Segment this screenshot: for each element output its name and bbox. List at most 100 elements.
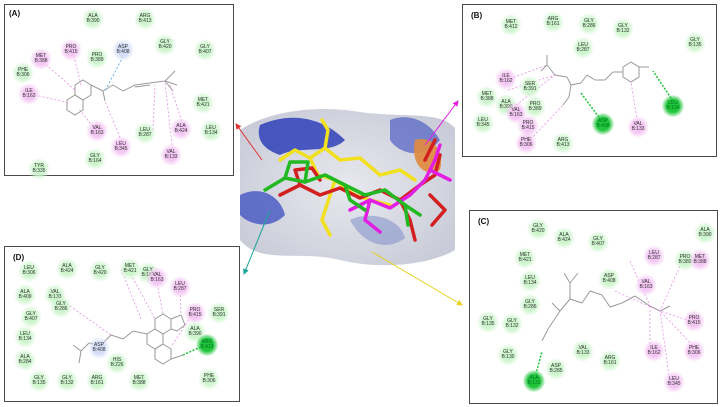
residue-name: MET: [35, 52, 47, 59]
residue-number: B:135: [688, 42, 702, 48]
residue-name: ILE: [502, 72, 510, 79]
residue-name: GLY: [533, 222, 543, 229]
residue-number: B:413: [200, 344, 214, 350]
residue-name: LEU: [140, 126, 150, 133]
residue-name: PHE: [520, 136, 532, 143]
residue-number: B:306: [202, 378, 216, 384]
residue-number: B:134: [18, 336, 32, 342]
residue-name: GLY: [95, 264, 105, 271]
residue-name: ASP: [597, 117, 608, 124]
residue-number: B:335: [32, 168, 46, 174]
residue-number: B:415: [687, 320, 701, 326]
residue-number: B:286: [582, 23, 596, 29]
residue-number: B:424: [174, 128, 188, 134]
residue-name: GLY: [690, 36, 700, 43]
residue-name: PHE: [203, 372, 215, 379]
residue-name: GLY: [34, 374, 44, 381]
residue-name: ASP: [117, 43, 128, 50]
residue-number: B:306: [16, 72, 30, 78]
docked-ligands-3d-view: [240, 109, 455, 266]
residue-name: GLY: [507, 317, 517, 324]
residue-number: B:421: [196, 102, 210, 108]
residue-name: MET: [133, 374, 145, 381]
residue-number: B:388: [693, 259, 707, 265]
residue-number: B:388: [34, 58, 48, 64]
residue-name: MET: [197, 96, 209, 103]
residue-number: B:287: [138, 132, 152, 138]
residue-name: GLY: [26, 310, 36, 317]
residue-name: PRO: [529, 100, 541, 107]
residue-number: B:415: [521, 125, 535, 131]
residue-number: B:420: [158, 44, 172, 50]
residue-number: B:306: [519, 142, 533, 148]
residue-number: B:132: [505, 323, 519, 329]
residue-number: B:287: [647, 255, 661, 261]
residue-name: PHE: [688, 344, 700, 351]
residue-number: B:162: [22, 93, 36, 99]
residue-name: ALA: [62, 262, 72, 269]
residue-number: B:421: [518, 257, 532, 263]
residue-number: B:409: [18, 294, 32, 300]
residue-number: B:132: [616, 28, 630, 34]
residue-number: B:391: [523, 86, 537, 92]
residue-number: B:284: [18, 359, 32, 365]
residue-name: PRO: [91, 51, 103, 58]
panel-c: (C): [469, 210, 718, 404]
residue-name: LEU: [649, 249, 659, 256]
residue-number: B:226: [110, 362, 124, 368]
residue-number: B:306: [22, 270, 36, 276]
residue-number: B:388: [480, 96, 494, 102]
residue-name: VAL: [633, 120, 643, 127]
residue-number: B:421: [123, 268, 137, 274]
residue-name: ARG: [547, 15, 559, 22]
residue-name: VAL: [152, 271, 162, 278]
residue-number: B:286: [54, 306, 68, 312]
residue-number: B:390: [188, 331, 202, 337]
residue-name: LEU: [20, 330, 30, 337]
residue-name: GLY: [62, 374, 72, 381]
residue-number: B:345: [476, 122, 490, 128]
residue-name: GLY: [483, 315, 493, 322]
residue-name: LEU: [206, 124, 216, 131]
residue-name: ILE: [25, 87, 33, 94]
residue-name: GLY: [525, 298, 535, 305]
residue-number: B:345: [114, 146, 128, 152]
residue-number: B:164: [88, 158, 102, 164]
residue-name: MET: [124, 262, 136, 269]
residue-name: GLY: [584, 17, 594, 24]
residue-name: ASP: [603, 272, 614, 279]
residue-name: VAL: [641, 278, 651, 285]
ligand-magenta: [348, 143, 452, 234]
residue-number: B:408: [602, 278, 616, 284]
residue-name: ALA: [88, 12, 98, 19]
residue-name: ALA: [20, 353, 30, 360]
residue-name: MET: [481, 90, 493, 97]
